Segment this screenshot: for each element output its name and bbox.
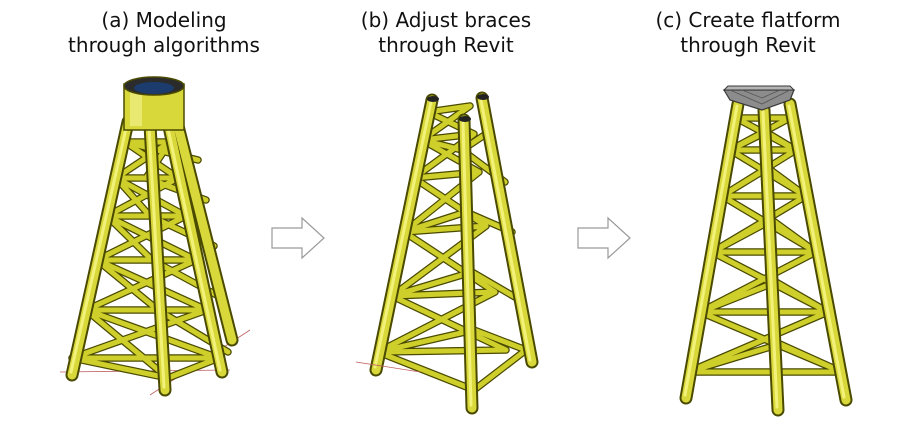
- arrow-right-icon: [577, 216, 631, 260]
- caption-panel-c: (c) Create flatform through Revit: [628, 8, 868, 58]
- caption-panel-a: (a) Modeling through algorithms: [44, 8, 284, 58]
- arrow-right-icon: [271, 216, 325, 260]
- caption-a-line2: through algorithms: [68, 33, 260, 57]
- caption-c-line2: through Revit: [680, 33, 816, 57]
- caption-panel-b: (b) Adjust braces through Revit: [326, 8, 566, 58]
- legs-a: [65, 115, 239, 397]
- braces-b: [374, 102, 530, 394]
- jacket-model-c: [679, 85, 853, 417]
- caption-a-line1: (a) Modeling: [101, 8, 227, 32]
- legs-b: [369, 91, 539, 415]
- caption-b-line2: through Revit: [378, 33, 514, 57]
- jacket-model-a: [59, 76, 251, 397]
- caption-c-line1: (c) Create flatform: [655, 8, 841, 32]
- platform-c: [722, 85, 796, 111]
- caption-b-line1: (b) Adjust braces: [360, 8, 532, 32]
- legs-c: [679, 97, 853, 417]
- transition-piece-a: [123, 76, 185, 131]
- jacket-model-b: [355, 91, 539, 415]
- reference-line: [355, 361, 421, 373]
